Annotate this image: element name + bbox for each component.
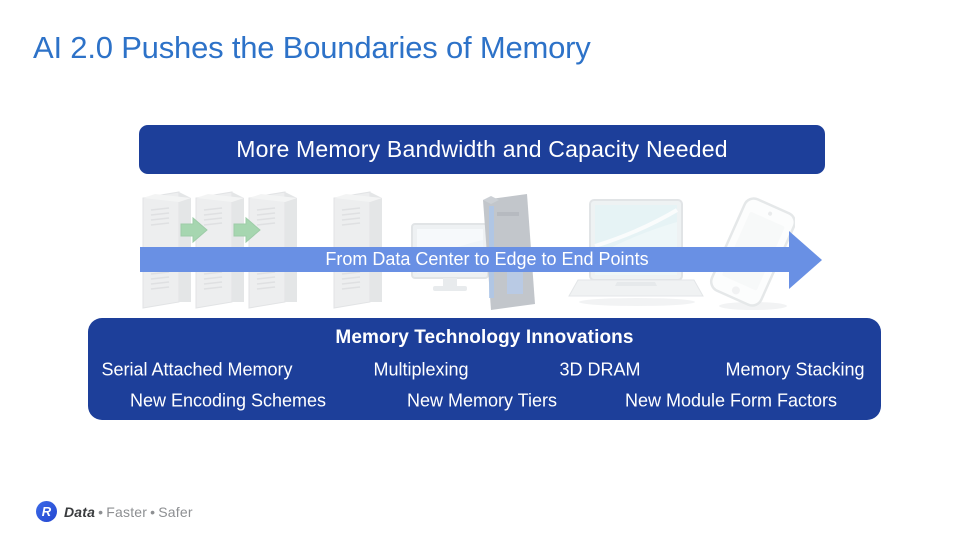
innovation-item: Memory Stacking xyxy=(725,359,865,380)
flow-arrow-label: From Data Center to Edge to End Points xyxy=(325,249,649,269)
innovation-item: Multiplexing xyxy=(373,359,469,380)
bullet-separator: • xyxy=(150,503,156,520)
tagline-word: Safer xyxy=(158,503,193,520)
brand-word: Data xyxy=(64,503,96,520)
green-arrow-icon xyxy=(180,216,208,244)
rambus-logo-icon: R xyxy=(36,501,57,522)
footer-tagline: Data•Faster•Safer xyxy=(64,504,193,520)
innovation-item: 3D DRAM xyxy=(559,359,641,380)
innovation-item: New Module Form Factors xyxy=(624,390,838,411)
innovation-item: New Encoding Schemes xyxy=(129,390,327,411)
banner-box: More Memory Bandwidth and Capacity Neede… xyxy=(139,125,825,174)
bullet-separator: • xyxy=(98,503,104,520)
flow-arrow-body xyxy=(140,247,789,272)
tagline-word: Faster xyxy=(106,503,148,520)
innovation-item: Serial Attached Memory xyxy=(101,359,293,380)
banner-label: More Memory Bandwidth and Capacity Neede… xyxy=(236,136,728,162)
slide-title: AI 2.0 Pushes the Boundaries of Memory xyxy=(33,30,591,65)
innovations-box: Memory Technology Innovations Serial Att… xyxy=(88,318,881,420)
innovation-item: New Memory Tiers xyxy=(406,390,558,411)
flow-arrow-head xyxy=(789,231,822,289)
green-arrow-icon xyxy=(233,216,261,244)
innovations-title: Memory Technology Innovations xyxy=(335,327,634,348)
footer-brand: R Data•Faster•Safer xyxy=(36,501,193,522)
